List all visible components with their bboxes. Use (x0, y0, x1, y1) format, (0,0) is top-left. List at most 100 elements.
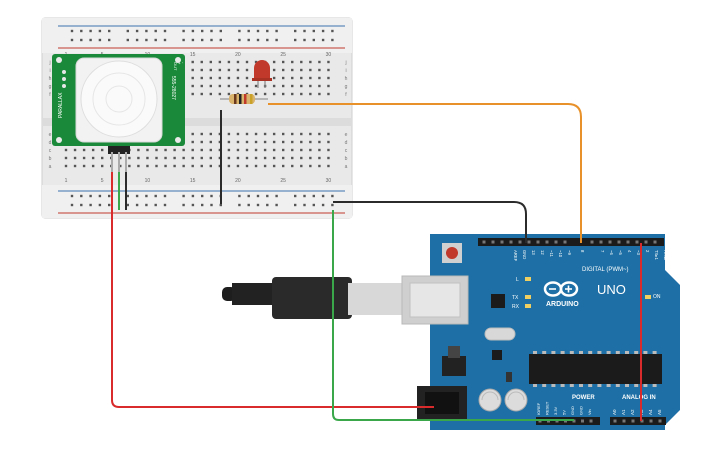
led (252, 60, 272, 88)
analog-header (610, 417, 666, 425)
digital-pin-label: ~9 (567, 250, 572, 255)
digital-pin-label: ~3 (636, 250, 641, 255)
breadboard-hole (291, 68, 294, 72)
rail-hole (145, 38, 148, 42)
column-number: 5 (101, 178, 104, 184)
digital-pin-label: ~11 (549, 250, 554, 257)
breadboard-hole (263, 132, 267, 136)
breadboard-hole (291, 76, 294, 80)
breadboard-hole (191, 164, 194, 168)
breadboard-hole (91, 156, 95, 160)
breadboard-hole (200, 140, 203, 144)
rail-hole (275, 29, 278, 33)
breadboard-hole (209, 84, 212, 88)
breadboard-hole (300, 60, 303, 64)
breadboard-hole (327, 60, 330, 64)
breadboard-hole (291, 60, 294, 64)
top-rail (42, 18, 352, 53)
rail-hole (80, 194, 83, 198)
header-pin (653, 240, 657, 244)
breadboard-hole (300, 68, 303, 72)
breadboard-hole (164, 156, 167, 160)
rail-hole (201, 29, 204, 33)
breadboard-hole (309, 164, 312, 168)
header-pin (563, 240, 567, 244)
power-pin (589, 419, 593, 423)
breadboard-hole (200, 132, 203, 136)
power-pin (581, 419, 584, 423)
breadboard-hole (137, 148, 140, 152)
digital-pin-label: ~5 (618, 250, 623, 255)
row-letter: d (49, 140, 52, 146)
rail-hole (303, 194, 306, 198)
breadboard-hole (146, 148, 149, 152)
breadboard-hole (236, 156, 240, 160)
rail-hole (303, 29, 306, 33)
row-letter: c (49, 148, 52, 154)
breadboard-hole (101, 148, 104, 152)
breadboard-hole (327, 164, 330, 168)
breadboard-hole (236, 164, 240, 168)
breadboard-hole (245, 164, 249, 168)
breadboard-hole (282, 156, 285, 160)
breadboard-hole (155, 164, 158, 168)
digital-pin-label: 2 (645, 250, 650, 253)
header-pin (590, 240, 594, 244)
breadboard-hole (200, 92, 203, 96)
digital-pin-label: 8 (580, 250, 585, 253)
breadboard-hole (218, 140, 222, 144)
atmega-chip (529, 354, 662, 384)
rail-hole (219, 29, 222, 33)
rail-hole (126, 203, 129, 207)
rail-hole (312, 203, 315, 207)
crystal (484, 327, 516, 341)
header-pin (635, 240, 639, 244)
rail-hole (135, 194, 139, 198)
rail-hole (154, 194, 157, 198)
rail-hole (191, 194, 195, 198)
column-number: 20 (235, 178, 241, 184)
breadboard-hole (91, 148, 95, 152)
wire-rail-to-5v (332, 210, 574, 421)
rail-hole (321, 29, 325, 33)
row-letter: j (48, 60, 50, 66)
breadboard-hole (245, 60, 249, 64)
row-letter: i (49, 68, 50, 74)
column-number: 25 (280, 178, 286, 184)
rail-hole (108, 194, 111, 198)
arduino-model: UNO (597, 282, 626, 297)
analog-pin (658, 419, 662, 423)
breadboard-hole (254, 92, 258, 96)
rail-hole (145, 29, 148, 33)
rail-hole (210, 203, 213, 207)
breadboard-hole (200, 148, 203, 152)
analog-pin-label: A4 (648, 409, 653, 415)
rail-hole (321, 38, 325, 42)
breadboard-hole (191, 68, 194, 72)
rail-hole (70, 38, 74, 42)
breadboard-hole (191, 132, 194, 136)
breadboard-hole (291, 156, 294, 160)
breadboard-hole (272, 140, 276, 144)
usb-plug-metal (348, 283, 406, 315)
breadboard-hole (227, 76, 231, 80)
breadboard-hole (309, 132, 312, 136)
breadboard-hole (300, 148, 303, 152)
breadboard-hole (236, 84, 240, 88)
breadboard-hole (291, 84, 294, 88)
rail-hole (126, 29, 129, 33)
breadboard-hole (227, 132, 231, 136)
breadboard-hole (300, 156, 303, 160)
rail-hole (331, 38, 334, 42)
breadboard-hole (272, 76, 276, 80)
breadboard-hole (291, 148, 294, 152)
breadboard-hole (73, 148, 77, 152)
pir-pin-labels: OUT + - (173, 62, 186, 71)
rail-hole (89, 203, 92, 207)
breadboard-hole (82, 156, 86, 160)
breadboard-hole (318, 132, 321, 136)
